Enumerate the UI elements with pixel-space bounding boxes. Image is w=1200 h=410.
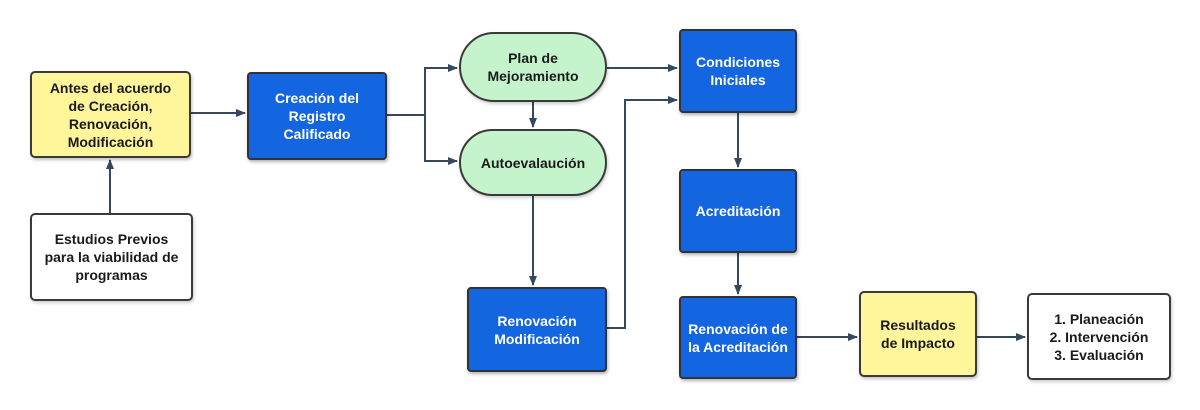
renovacion-acreditacion-box: Renovación de la Acreditación bbox=[679, 296, 797, 379]
antes-del-acuerdo-box: Antes del acuerdo de Creación, Renovació… bbox=[30, 71, 191, 158]
arrow-creacion-to-autoevaluacion bbox=[387, 114, 458, 165]
plan-mejoramiento-box: Plan de Mejoramiento bbox=[459, 32, 607, 102]
outcomes-list-box: 1. Planeación 2. Intervención 3. Evaluac… bbox=[1027, 293, 1171, 380]
arrow-renovacion-modificacion-to-condiciones bbox=[607, 96, 678, 329]
acreditacion-box: Acreditación bbox=[679, 169, 797, 253]
estudios-previos-box: Estudios Previos para la viabilidad de p… bbox=[30, 213, 193, 301]
autoevaluacion-box: Autoevalaución bbox=[459, 129, 607, 196]
outcome-item: 3. Evaluación bbox=[1054, 346, 1144, 363]
resultados-impacto-box: Resultados de Impacto bbox=[859, 291, 977, 377]
renovacion-modificacion-box: Renovación Modificación bbox=[467, 287, 607, 372]
arrow-creacion-to-plan bbox=[387, 64, 458, 116]
creacion-registro-box: Creación del Registro Calificado bbox=[247, 72, 387, 160]
outcome-item: 2. Intervención bbox=[1049, 328, 1149, 345]
condiciones-iniciales-box: Condiciones Iniciales bbox=[679, 29, 797, 113]
outcome-item: 1. Planeación bbox=[1054, 310, 1144, 327]
